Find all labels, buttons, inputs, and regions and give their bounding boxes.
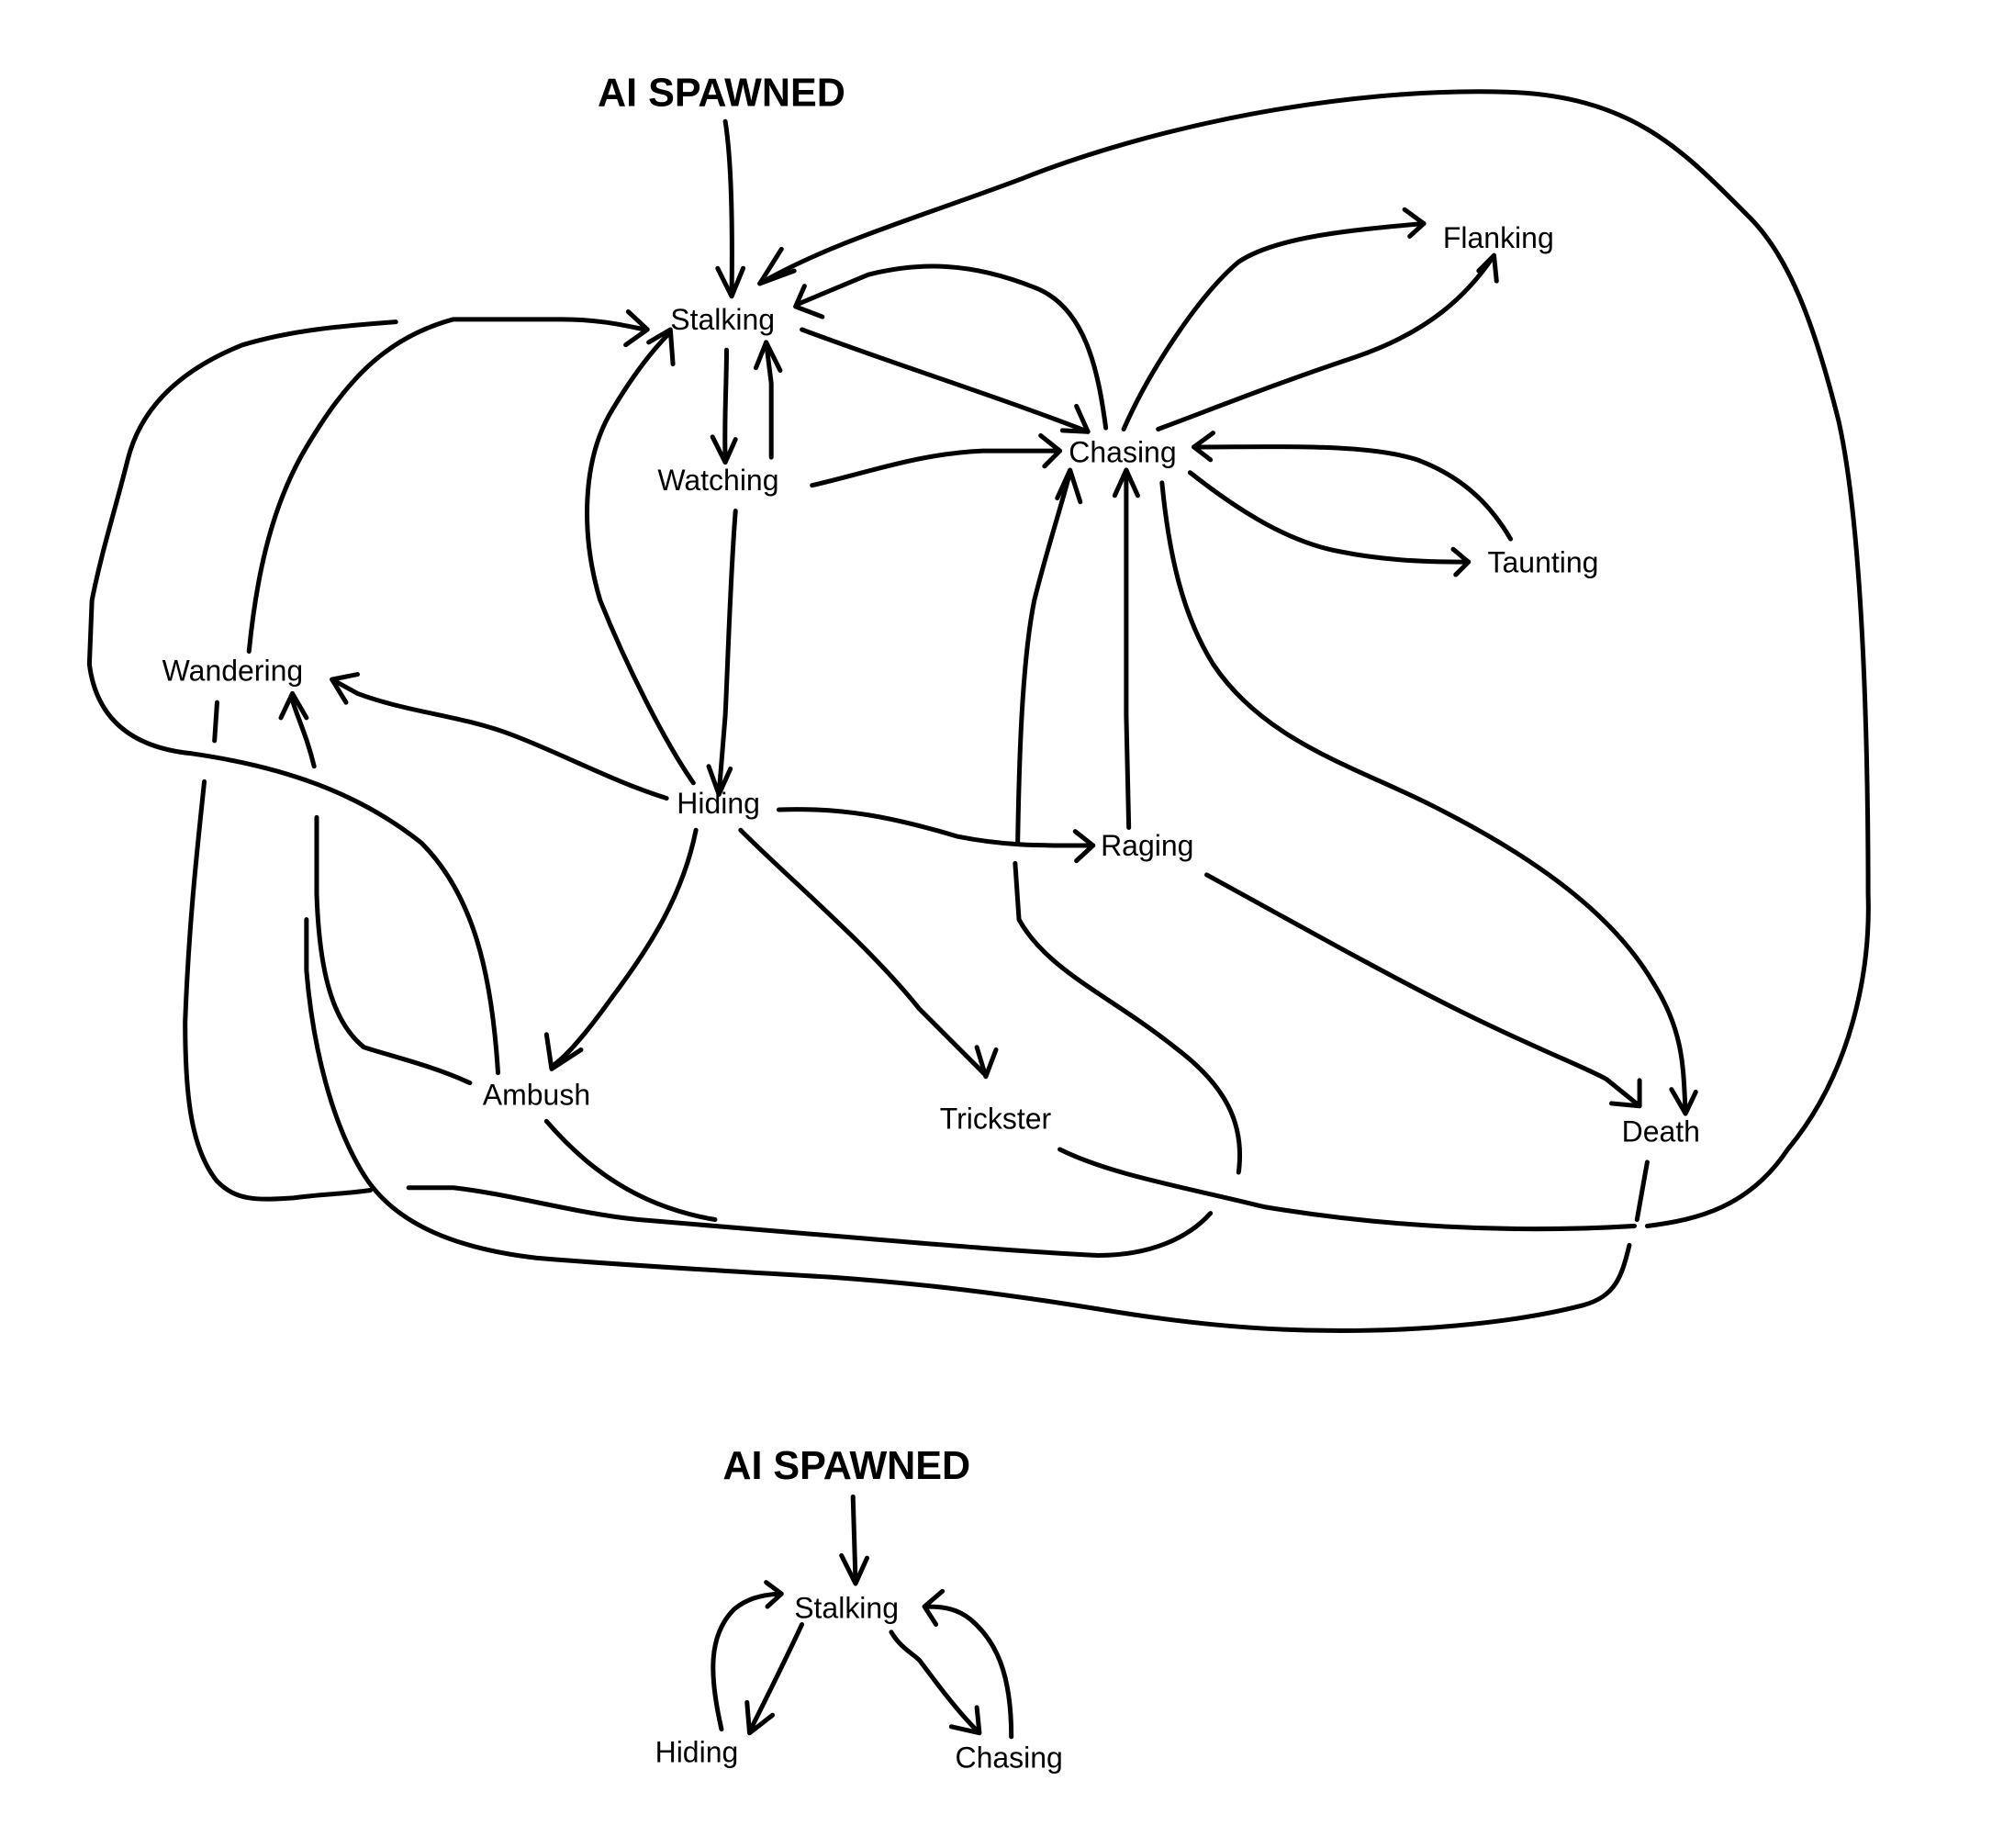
edge-ambush-to-wandering [314, 814, 473, 1086]
arrowhead [1192, 431, 1215, 463]
edge-hiding-to-raging [777, 807, 1096, 848]
edge-watching-to-hiding [716, 508, 738, 797]
node-flanking: Flanking [1443, 221, 1554, 254]
edge-ambush-to-chasing-upper [1015, 470, 1073, 846]
arrowhead [1669, 1087, 1698, 1116]
arrowhead [1608, 1078, 1642, 1109]
arrowhead [1055, 467, 1083, 505]
simple-edge-stalking-to-hiding [747, 1621, 805, 1734]
edge-raging-to-death [1204, 872, 1642, 1109]
edge-ambush-to-chasing-rise [1013, 860, 1243, 1175]
arrowhead [922, 1588, 946, 1627]
simple-node-chasing: Chasing [955, 1741, 1062, 1774]
arrowhead [710, 434, 738, 465]
node-wandering: Wandering [162, 655, 304, 688]
arrowhead [623, 308, 650, 348]
node-watching: Watching [657, 464, 778, 497]
edge-raging-to-chasing [1124, 467, 1132, 830]
simple-diagram: AI SPAWNED Stalking Hiding Chasing [655, 1444, 1063, 1774]
main-title-ai-spawned: AI SPAWNED [598, 72, 845, 116]
edge-chasing-to-flanking [1121, 221, 1427, 431]
edge-outer-left-loop [86, 319, 501, 1076]
node-taunting: Taunting [1488, 545, 1599, 578]
arrowhead [715, 265, 746, 299]
edge-hiding-to-stalking [585, 330, 696, 786]
arrowhead [1059, 403, 1091, 434]
arrowhead [764, 1580, 784, 1609]
arrowhead [948, 1705, 982, 1736]
arrowhead [1450, 546, 1472, 577]
edge-trickster-out [1058, 1147, 1638, 1232]
arrowhead [793, 284, 825, 319]
main-diagram: AI SPAWNED Stalking Watching Chasing Fla… [86, 72, 1871, 1334]
arrowhead [744, 1699, 776, 1736]
edge-wandering-left-descent [183, 778, 373, 1202]
arrowhead [646, 327, 676, 367]
node-death: Death [1622, 1115, 1700, 1148]
edge-chasing-to-death [1159, 480, 1688, 1114]
edge-spawned-to-stalking [722, 118, 734, 297]
arrowhead [330, 672, 360, 705]
edge-taunting-to-chasing [1192, 444, 1514, 542]
arrowhead [1476, 252, 1499, 284]
simple-node-hiding: Hiding [655, 1736, 739, 1769]
edge-hiding-to-wandering [330, 677, 669, 801]
edge-ambush-to-wandering-upper [288, 693, 317, 769]
edge-bottom-loop-1 [406, 1185, 1214, 1258]
edge-watching-to-chasing [810, 448, 1063, 488]
edge-watching-to-stalking [764, 340, 774, 460]
simple-edge-stalking-to-chasing [889, 1630, 979, 1733]
node-chasing: Chasing [1069, 436, 1176, 469]
node-stalking: Stalking [670, 303, 775, 336]
arrowhead [1402, 207, 1427, 239]
edge-hiding-to-ambush [549, 827, 699, 1070]
simple-title-ai-spawned: AI SPAWNED [722, 1444, 970, 1488]
simple-node-stalking: Stalking [794, 1592, 899, 1625]
edge-death-down [1634, 1159, 1650, 1223]
arrowhead [974, 1045, 999, 1080]
arrowhead [757, 246, 797, 286]
edge-chasing-to-flanking-lower [1156, 252, 1497, 431]
arrowhead [543, 1032, 584, 1071]
edge-big-loop-to-stalking [757, 89, 1871, 1228]
edge-wandering-to-stalking [246, 317, 647, 655]
node-raging: Raging [1101, 829, 1193, 862]
node-ambush: Ambush [483, 1078, 590, 1111]
edge-stalking-to-watching [722, 347, 729, 463]
simple-edge-hiding-to-stalking [711, 1591, 782, 1732]
node-trickster: Trickster [940, 1103, 1052, 1136]
arrowhead [1112, 467, 1140, 498]
arrowhead [1038, 432, 1063, 469]
arrowhead [839, 1552, 870, 1586]
simple-edge-chasing-to-stalking [923, 1604, 1014, 1740]
edge-ambush-to-chasing [543, 1118, 718, 1223]
edge-chasing-to-taunting [1187, 470, 1472, 565]
edge-hiding-to-trickster [738, 827, 989, 1078]
simple-edge-spawned-to-stalking [850, 1494, 858, 1584]
arrowhead [706, 764, 733, 797]
edge-death-to-wandering [304, 917, 1632, 1334]
arrowhead [753, 340, 783, 373]
edge-wandering-down-segment [212, 700, 219, 744]
arrowhead [278, 690, 309, 721]
edge-stalking-to-chasing [800, 327, 1091, 434]
arrowhead [1072, 829, 1096, 864]
edge-chasing-to-stalking [795, 263, 1109, 431]
